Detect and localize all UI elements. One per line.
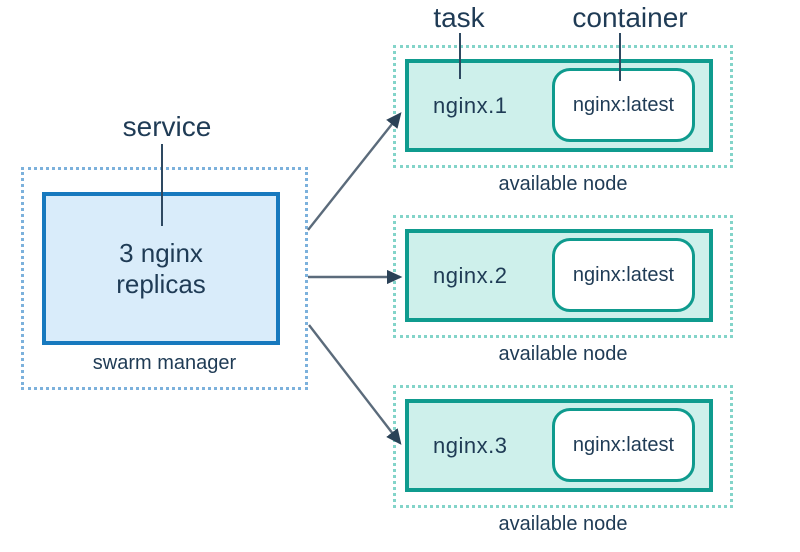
arrow-to-node-3 <box>308 324 402 445</box>
node-caption-1: available node <box>498 173 628 195</box>
node-group-2: nginx.2 nginx:latest available node <box>393 215 733 365</box>
node-caption-2: available node <box>498 343 628 365</box>
container-box-3: nginx:latest <box>552 408 695 482</box>
task-name-3: nginx.3 <box>433 432 508 458</box>
service-box-text: 3 nginx replicas <box>116 237 206 299</box>
task-label: task <box>433 2 485 33</box>
node-caption-3: available node <box>498 513 628 535</box>
task-box-3: nginx.3 nginx:latest <box>405 399 713 492</box>
task-name-2: nginx.2 <box>433 262 508 288</box>
container-box-2: nginx:latest <box>552 238 695 312</box>
swarm-manager-caption: swarm manager <box>92 352 237 374</box>
node-group-1: nginx.1 nginx:latest available node <box>393 45 733 195</box>
container-label: container <box>572 2 688 33</box>
container-image-1: nginx:latest <box>572 93 675 116</box>
container-image-3: nginx:latest <box>572 433 675 456</box>
service-label: service <box>122 111 212 142</box>
container-image-2: nginx:latest <box>572 263 675 286</box>
service-box: 3 nginx replicas <box>42 192 280 345</box>
task-name-1: nginx.1 <box>433 92 508 118</box>
swarm-manager-group: 3 nginx replicas swarm manager <box>21 167 308 390</box>
arrow-to-node-1 <box>307 112 402 231</box>
node-group-3: nginx.3 nginx:latest available node <box>393 385 733 535</box>
task-box-2: nginx.2 nginx:latest <box>405 229 713 322</box>
task-box-1: nginx.1 nginx:latest <box>405 59 713 152</box>
container-box-1: nginx:latest <box>552 68 695 142</box>
